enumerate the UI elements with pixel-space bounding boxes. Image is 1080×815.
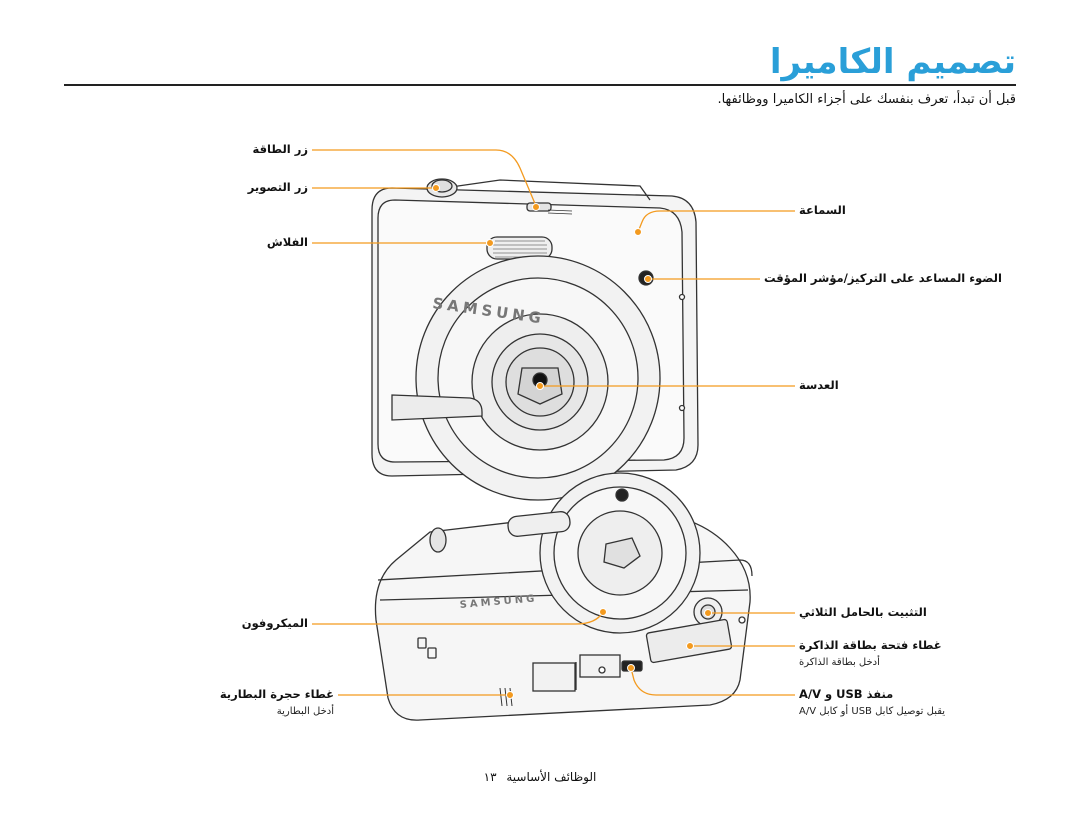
hint-usb: يقبل توصيل كابل USB أو كابل A/V — [799, 706, 946, 717]
label-shutter-button: زر التصوير — [247, 180, 308, 194]
callouts — [312, 149, 795, 696]
label-usb-port: منفذ USB و A/V — [799, 687, 894, 701]
callout-dots — [432, 184, 712, 699]
label-af-lamp: الضوء المساعد على التركيز/مؤشر المؤقت — [764, 271, 1002, 285]
page-number: ١٣ — [483, 770, 497, 784]
page-title: تصميم الكاميرا — [769, 42, 1016, 82]
label-speaker: السماعة — [799, 203, 846, 217]
hint-memory: أدخل بطاقة الذاكرة — [799, 657, 880, 668]
page-footer: الوظائف الأساسية ١٣ — [0, 770, 1080, 784]
label-tripod-mount: التثبيت بالحامل الثلاثي — [799, 605, 927, 619]
title-divider — [64, 84, 1016, 86]
speaker-grill — [547, 209, 573, 215]
footer-section: الوظائف الأساسية — [506, 770, 597, 784]
memory-slot-shape — [645, 618, 733, 664]
label-battery-cover: غطاء حجرة البطارية — [219, 687, 334, 701]
label-power-button: زر الطاقة — [252, 142, 308, 156]
camera-front-view — [371, 178, 699, 501]
hint-battery: أدخل البطارية — [276, 706, 334, 717]
camera-bottom-view — [374, 472, 753, 721]
label-flash: الفلاش — [266, 235, 308, 249]
battery-compartment-shape — [532, 654, 621, 692]
intro-text: قبل أن تبدأ، تعرف بنفسك على أجزاء الكامي… — [717, 92, 1016, 107]
label-lens: العدسة — [799, 378, 839, 392]
label-memory-cover: غطاء فتحة بطاقة الذاكرة — [799, 638, 942, 652]
label-microphone: الميكروفون — [241, 616, 308, 630]
lens-shape — [415, 255, 661, 501]
